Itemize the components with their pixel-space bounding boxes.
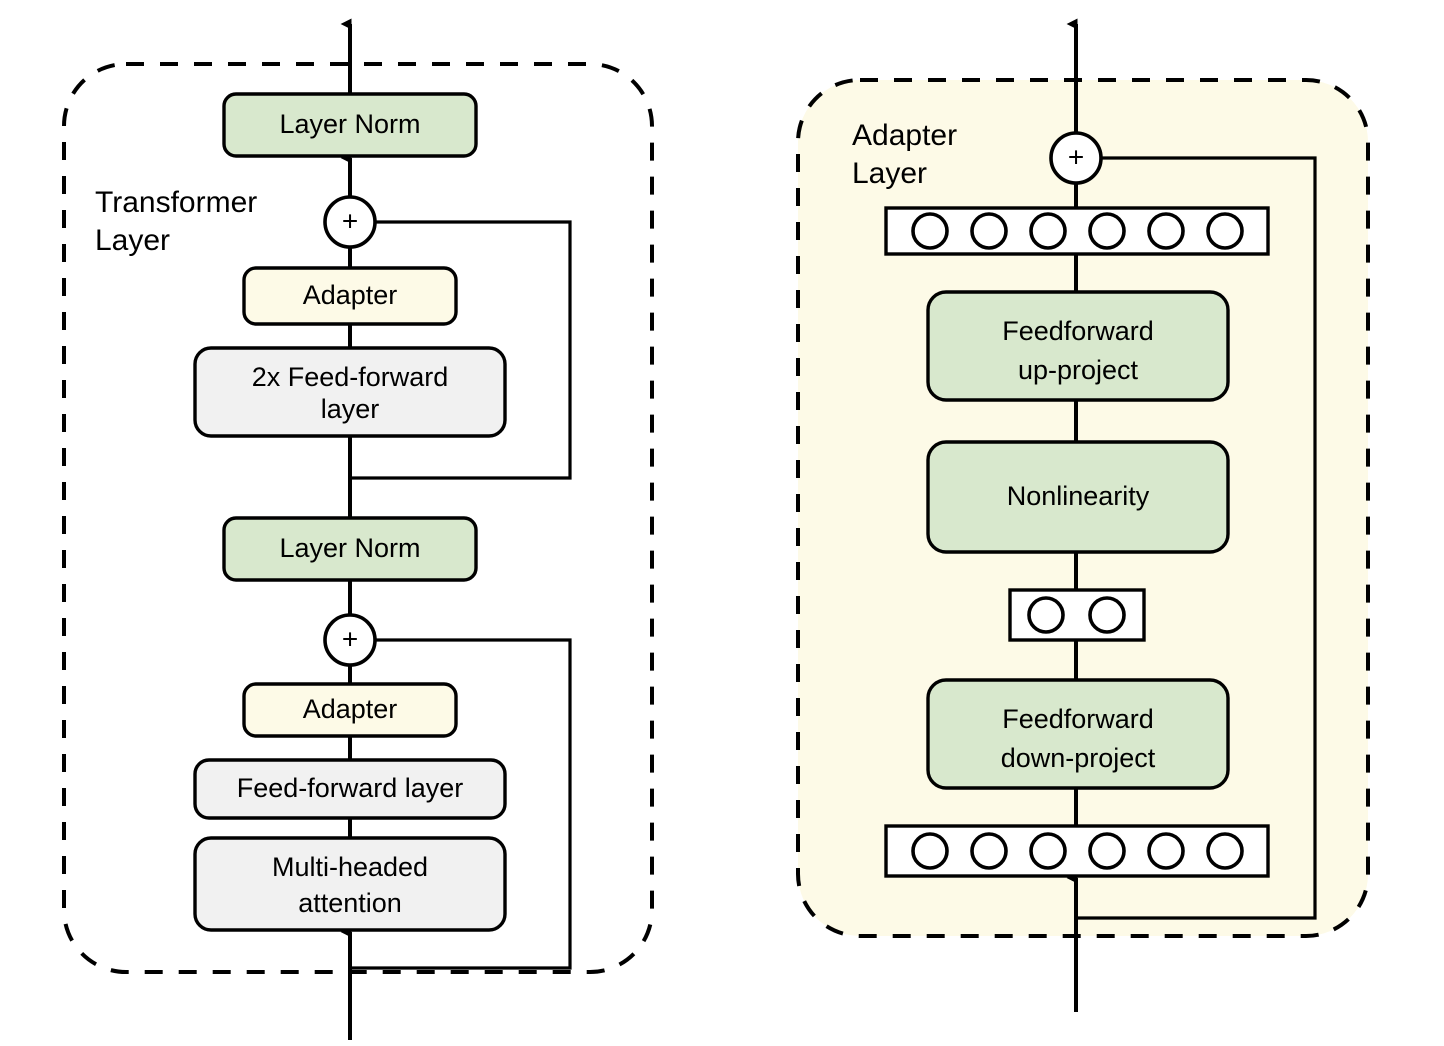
feedforward-layer-label: Feed-forward layer [237,773,464,803]
residual-connection-top [350,220,572,480]
layer-norm-mid-label: Layer Norm [279,533,420,563]
neuron-icon [1147,212,1185,250]
node-adapter-top[interactable]: Adapter [242,266,458,326]
neuron-icon [1027,596,1065,634]
neuron-icon [1029,832,1067,870]
neuron-icon [1206,832,1244,870]
neuron-row-top-box[interactable] [884,206,1270,256]
nonlinearity-label: Nonlinearity [1007,481,1150,511]
neuron-icon [1088,596,1126,634]
add-adapter-circle[interactable] [1049,131,1103,185]
adapter-top-label: Adapter [303,280,398,310]
node-feedforward-2x[interactable]: 2x Feed-forward layer [193,346,507,438]
adapter-layer-panel: Adapter Layer + [796,18,1370,1012]
adapter-layer-label-line1: Adapter [852,119,957,152]
neuron-row-top[interactable] [884,206,1270,256]
add-bottom-circle[interactable] [323,613,377,667]
feedforward-2x-label-line2: layer [321,394,380,424]
adapter-bottom-label: Adapter [303,694,398,724]
node-layer-norm-top[interactable]: Layer Norm [222,92,478,158]
neuron-icon [911,212,949,250]
transformer-layer-panel: Transformer Layer Layer Norm [62,18,654,1040]
node-feedforward-down-project[interactable]: Feedforward down-project [926,678,1230,790]
layer-norm-mid-box[interactable] [222,516,478,582]
neuron-icon [970,212,1008,250]
feedforward-layer-box[interactable] [193,758,507,820]
feedforward-2x-box[interactable] [193,346,507,438]
node-layer-norm-mid[interactable]: Layer Norm [222,516,478,582]
neuron-row-bottom[interactable] [884,824,1270,878]
adapter-layer-label-line2: Layer [852,157,927,190]
neuron-icon [911,832,949,870]
residual-connection-bottom [350,638,572,970]
node-adapter-bottom[interactable]: Adapter [242,682,458,738]
layer-norm-top-label: Layer Norm [279,109,420,139]
add-top-circle[interactable] [323,195,377,249]
node-feedforward-layer[interactable]: Feed-forward layer [193,758,507,820]
feedforward-down-project-label-line1: Feedforward [1002,704,1154,734]
neuron-row-bottom-box[interactable] [884,824,1270,878]
adapter-layer-container [796,78,1370,938]
multi-headed-attention-label-line2: attention [298,888,402,918]
neuron-icon [1206,212,1244,250]
node-feedforward-up-project[interactable]: Feedforward up-project [926,290,1230,402]
transformer-layer-container [62,62,654,974]
transformer-layer-label-line1: Transformer [95,186,257,219]
node-add-top[interactable]: + [323,195,377,249]
neuron-row-mid[interactable] [1008,588,1146,642]
adapter-bottom-box[interactable] [242,682,458,738]
add-bottom-symbol: + [342,623,358,654]
nonlinearity-box[interactable] [926,440,1230,554]
feedforward-down-project-box[interactable] [926,678,1230,790]
multi-headed-attention-label-line1: Multi-headed [272,852,428,882]
feedforward-up-project-label-line1: Feedforward [1002,316,1154,346]
transformer-layer-label-line2: Layer [95,224,170,257]
residual-connection-adapter [1076,156,1317,920]
layer-norm-top-box[interactable] [222,92,478,158]
neuron-icon [1147,832,1185,870]
feedforward-2x-label-line1: 2x Feed-forward [252,362,449,392]
multi-headed-attention-box[interactable] [193,836,507,932]
feedforward-up-project-label-line2: up-project [1018,355,1139,385]
node-add-bottom[interactable]: + [323,613,377,667]
feedforward-down-project-label-line2: down-project [1001,743,1156,773]
feedforward-up-project-box[interactable] [926,290,1230,402]
adapter-top-box[interactable] [242,266,458,326]
node-add-adapter[interactable]: + [1049,131,1103,185]
neuron-icon [970,832,1008,870]
neuron-icon [1029,212,1067,250]
node-multi-headed-attention[interactable]: Multi-headed attention [193,836,507,932]
add-adapter-symbol: + [1068,141,1084,172]
add-top-symbol: + [342,205,358,236]
node-nonlinearity[interactable]: Nonlinearity [926,440,1230,554]
neuron-icon [1088,832,1126,870]
neuron-icon [1088,212,1126,250]
